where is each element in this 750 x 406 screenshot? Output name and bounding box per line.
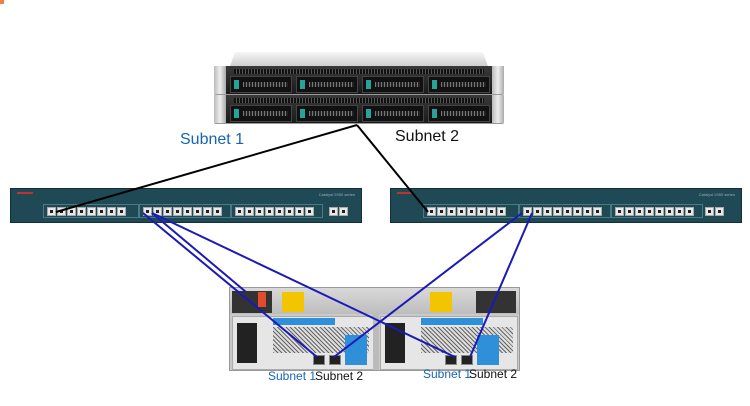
controller-b bbox=[380, 316, 518, 370]
controller-b-pull-tag bbox=[421, 318, 483, 325]
switch-left: Catalyst 2950 series bbox=[10, 188, 362, 223]
switch-right-ports-2 bbox=[523, 207, 602, 217]
server-subnet2-label: Subnet 2 bbox=[395, 128, 460, 145]
storage-enclosure bbox=[229, 287, 520, 371]
warning-label-b bbox=[430, 292, 452, 312]
warning-label-a bbox=[282, 292, 304, 312]
switch-right-ports-3 bbox=[615, 207, 694, 217]
server-chassis-top bbox=[230, 52, 488, 66]
controller-b-port-subnet2 bbox=[461, 355, 473, 365]
corner-mark bbox=[0, 0, 4, 4]
controller-a bbox=[232, 316, 374, 370]
ctrl-a-subnet1-label: Subnet 1 bbox=[268, 369, 317, 383]
server-subnet1-label: Subnet 1 bbox=[180, 131, 245, 148]
ctrl-b-subnet1-label: Subnet 1 bbox=[423, 367, 472, 381]
switch-right-ports-1 bbox=[427, 207, 506, 217]
cable-switch-left-to-ctrl-a-subnet1b bbox=[151, 212, 247, 293]
controller-a-pull-tag bbox=[273, 318, 335, 325]
switch-right: Catalyst 2950 series bbox=[390, 188, 742, 223]
switch-left-ports-3 bbox=[235, 207, 314, 217]
server-unit-1 bbox=[214, 66, 504, 94]
switch-left-ports-1 bbox=[47, 207, 126, 217]
switch-right-uplinks bbox=[705, 207, 724, 217]
server-unit-2 bbox=[214, 95, 504, 123]
switch-left-brand: Catalyst 2950 series bbox=[318, 192, 355, 197]
ctrl-b-subnet2-label: Subnet 2 bbox=[469, 367, 518, 381]
controller-a-port-subnet1 bbox=[313, 355, 325, 365]
controller-a-port-subnet2 bbox=[329, 355, 341, 365]
switch-left-uplinks bbox=[329, 207, 348, 217]
switch-right-brand: Catalyst 2950 series bbox=[698, 192, 735, 197]
switch-left-ports-2 bbox=[143, 207, 222, 217]
ctrl-a-subnet2-label: Subnet 2 bbox=[315, 369, 364, 383]
controller-b-port-subnet1 bbox=[445, 355, 457, 365]
